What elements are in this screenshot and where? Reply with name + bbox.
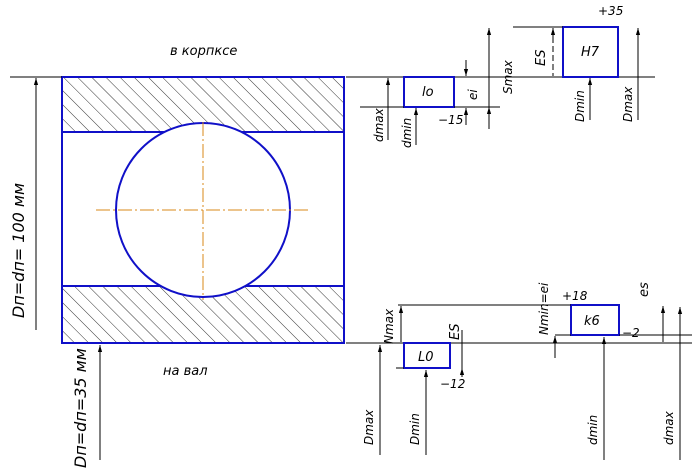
bearing-field-lo-label: lo — [422, 85, 434, 100]
shaft-field-k6 — [570, 304, 620, 336]
upper-dev-35: +35 — [598, 4, 623, 18]
diameter-dimensions: Dп=dп= 100 мм Dп=dп=35 мм в корпксе на в… — [9, 44, 237, 468]
shaft-es-label: es — [637, 282, 652, 297]
housing-label: в корпксе — [170, 44, 237, 59]
housing-fit-scheme: lo H7 +35 −15 dmax dmin ei Smax ES Dmin … — [346, 4, 655, 148]
housing-field-h7-label: H7 — [581, 45, 600, 60]
housing-es-label: ES — [534, 50, 549, 66]
bearing-field-lo — [403, 76, 455, 108]
shaft-dmax-label: dmax — [662, 410, 676, 445]
housing-field-h7 — [562, 26, 619, 78]
housing-Dmin-label: Dmin — [573, 90, 587, 122]
housing-Dmax-label: Dmax — [621, 86, 635, 122]
shaft-Dmin-label: Dmin — [408, 413, 422, 445]
shaft-ES-label: ES — [448, 324, 463, 340]
shaft-dmin-label: dmin — [586, 415, 600, 445]
bearing-field-l0 — [403, 342, 451, 369]
bearing-field-l0-label: L0 — [418, 350, 434, 365]
lower-dev-2: −2 — [622, 326, 640, 340]
upper-dev-18: +18 — [562, 289, 588, 303]
bearing-outline — [61, 76, 345, 344]
shaft-field-k6-label: k6 — [584, 314, 600, 329]
housing-dmax-label: dmax — [372, 107, 386, 142]
lower-dev-15: −15 — [438, 113, 463, 127]
outer-diameter-label: Dп=dп= 100 мм — [9, 183, 28, 318]
housing-ei-label: ei — [466, 89, 480, 100]
shaft-Dmax-label: Dmax — [362, 409, 376, 445]
housing-dmin-label: dmin — [400, 118, 414, 148]
bearing-section — [61, 76, 345, 344]
shaft-nmax-label: Nmax — [382, 308, 396, 344]
lower-dev-12: −12 — [440, 377, 465, 391]
housing-smax-label: Smax — [501, 59, 515, 94]
shaft-nmin-label: Nmin=ei — [537, 282, 551, 335]
shaft-fit-scheme: L0 k6 +18 −2 −12 Nmax ES Nmin=ei es Dmax… — [346, 282, 692, 460]
shaft-label: на вал — [163, 364, 208, 379]
inner-diameter-label: Dп=dп=35 мм — [71, 348, 90, 468]
